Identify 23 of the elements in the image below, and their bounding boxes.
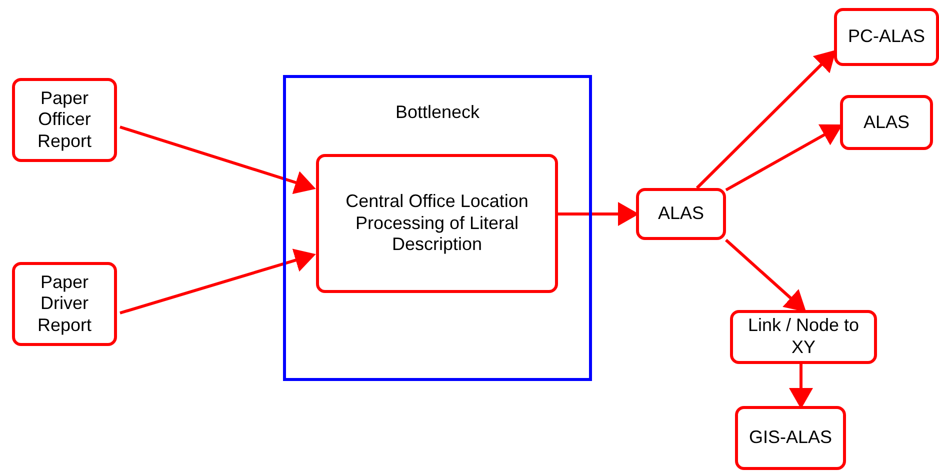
process-box bbox=[12, 78, 117, 162]
process-box bbox=[636, 188, 726, 240]
process-box bbox=[316, 154, 558, 293]
node-label: Central Office Location Processing of Literal Description bbox=[344, 191, 530, 256]
node-label: PC-ALAS bbox=[848, 26, 926, 48]
arrow bbox=[696, 50, 836, 190]
process-box bbox=[12, 262, 117, 346]
arrow bbox=[725, 238, 806, 312]
process-box bbox=[735, 406, 846, 470]
node-label: GIS-ALAS bbox=[748, 427, 832, 449]
group-title: Bottleneck bbox=[395, 102, 480, 124]
node-label: Paper Officer Report bbox=[36, 88, 93, 152]
arrow bbox=[120, 248, 316, 314]
group-box bbox=[283, 75, 592, 381]
node-label: Link / Node to XY bbox=[746, 315, 860, 359]
node-label: ALAS bbox=[658, 203, 704, 225]
node-label: Paper Driver Report bbox=[36, 272, 93, 336]
process-box bbox=[834, 8, 939, 66]
process-box bbox=[840, 95, 933, 150]
process-box bbox=[730, 310, 877, 364]
node-label: ALAS bbox=[863, 112, 910, 134]
arrow bbox=[789, 364, 813, 409]
arrow bbox=[120, 126, 316, 194]
